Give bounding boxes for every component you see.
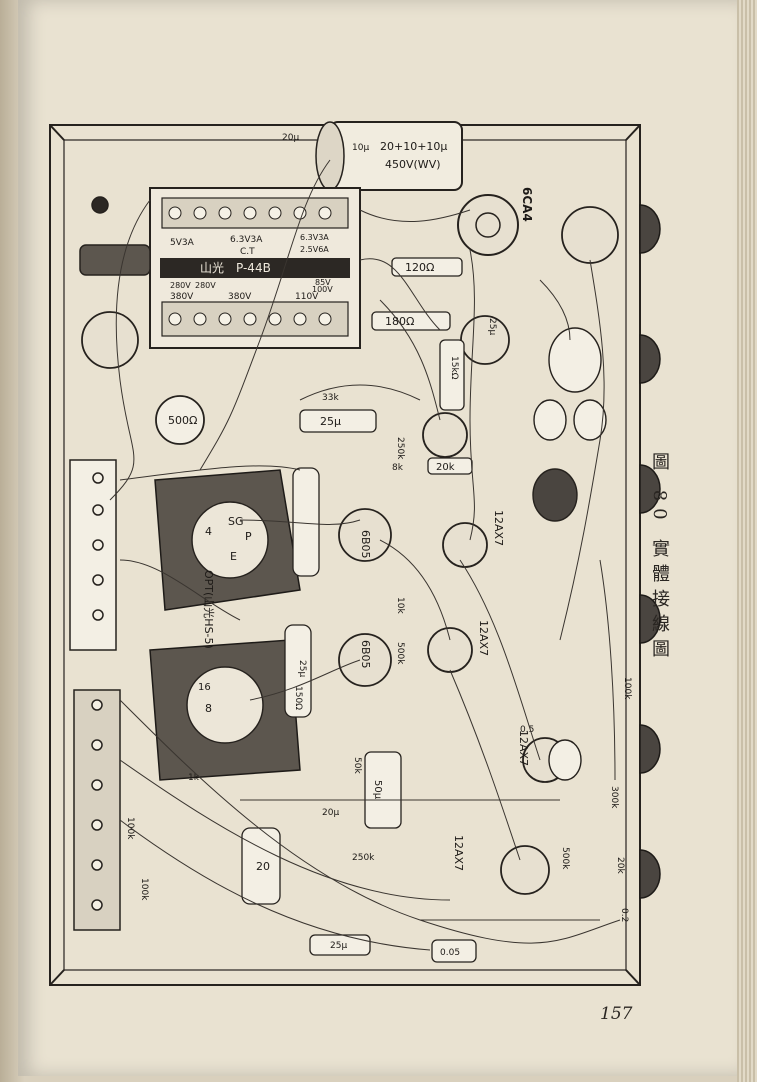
- opt-tap-p: P: [245, 530, 252, 543]
- front-knobs: [639, 204, 661, 899]
- tap-110v: 110V: [295, 292, 319, 302]
- cap-25u-d: 25μ: [330, 941, 347, 951]
- opt-tap-sg: SG: [228, 515, 244, 528]
- res-120: 120Ω: [405, 261, 434, 274]
- res-cathode-25u: 25μ: [487, 318, 497, 335]
- tube-12ax7-d: 12AX7: [452, 835, 465, 871]
- tap-63v-b: 6.3V3A: [300, 233, 329, 242]
- filter-cap-20u: 20μ: [282, 133, 299, 143]
- filter-capacitor: 20+10+10μ 450V(WV) 20μ 10μ: [282, 121, 463, 191]
- tube-6b05-b: 6B05: [359, 640, 372, 669]
- cap-25u-a: 25μ: [320, 415, 341, 428]
- opt-tap-e: E: [230, 550, 237, 563]
- res-100k-b: 100k: [139, 878, 149, 901]
- figure-caption: 圖 80 實體接線圖: [649, 452, 670, 665]
- filter-cap-value: 20+10+10μ: [380, 140, 447, 153]
- res-8k: 8k: [392, 463, 404, 473]
- res-250k: 250k: [395, 437, 405, 460]
- rectifier-tube-label: 6CA4: [520, 187, 534, 222]
- pot-500-label: 500Ω: [168, 414, 197, 427]
- res-180: 180Ω: [385, 315, 414, 328]
- res-500k: 500k: [395, 642, 405, 665]
- res-15k: 15kΩ: [449, 356, 459, 380]
- wiring: [109, 159, 621, 951]
- tap-380v-b: 380V: [228, 292, 252, 302]
- tube-12ax7-c: 12AX7: [517, 730, 530, 766]
- tap-25v: 2.5V6A: [300, 245, 329, 254]
- cap-25u-b: 25μ: [297, 660, 307, 677]
- tap-5v: 5V3A: [170, 238, 195, 248]
- opt-tap-8: 8: [205, 702, 212, 715]
- pot-500: 500Ω: [155, 395, 205, 445]
- cap-005: 0.05: [440, 948, 460, 958]
- tap-63v: 6.3V3A: [230, 235, 263, 245]
- tube-6b05-a: 6B05: [359, 530, 372, 559]
- res-250k-b: 250k: [352, 853, 375, 863]
- tap-ct: C.T: [240, 247, 255, 257]
- tap-85v: 85V: [315, 278, 331, 287]
- res-500k-b: 500k: [560, 847, 570, 870]
- res-1k: 1k: [188, 773, 200, 783]
- filter-cap-10u: 10μ: [352, 143, 369, 153]
- cap-20-b: 20: [256, 860, 270, 873]
- res-300k: 300k: [609, 786, 619, 809]
- filter-cap-voltage: 450V(WV): [385, 158, 441, 171]
- res-150: 150Ω: [293, 686, 303, 710]
- speaker-terminal-strip: [69, 459, 121, 931]
- tap-280v-b: 280V: [195, 281, 216, 290]
- opt-label: OPT(山光HS-5): [202, 570, 216, 649]
- tube-12ax7-a: 12AX7: [492, 510, 505, 546]
- rectifier-socket: 6CA4: [457, 187, 534, 256]
- page-edges: [737, 0, 757, 1082]
- res-100k-a: 100k: [125, 817, 135, 840]
- page-number: 157: [600, 1004, 633, 1024]
- resistors: [241, 257, 477, 963]
- power-transformer: 山光 P-44B 5V3A 6.3V3A C.T 6.3V3A 2.5V6A 2…: [149, 187, 361, 349]
- res-33k: 33k: [322, 393, 339, 403]
- tap-280v: 280V: [170, 281, 191, 290]
- transformer-brand: 山光 P-44B: [200, 261, 271, 275]
- cap-05: 0.5: [520, 725, 534, 735]
- cap-50u: 50μ: [372, 780, 383, 800]
- tube-12ax7-b: 12AX7: [477, 620, 490, 656]
- output-transformers: OPT(山光HS-5) 4 SG P E 16 8: [149, 469, 301, 781]
- tap-100v: 100V: [312, 285, 333, 294]
- res-20k-b: 20k: [615, 857, 625, 874]
- cap-20u-a: 20μ: [322, 808, 339, 818]
- tap-380v: 380V: [170, 292, 194, 302]
- opt-tap-16: 16: [198, 682, 211, 693]
- opt-tap-4: 4: [205, 525, 212, 538]
- cap-02: 0.2: [619, 908, 629, 922]
- res-10k: 10k: [395, 597, 405, 614]
- res-100k-c: 100k: [622, 677, 632, 700]
- res-20k: 20k: [436, 462, 455, 473]
- fuse-holder: [79, 196, 151, 276]
- coupling-caps: [532, 327, 607, 781]
- res-50k: 50k: [352, 757, 362, 774]
